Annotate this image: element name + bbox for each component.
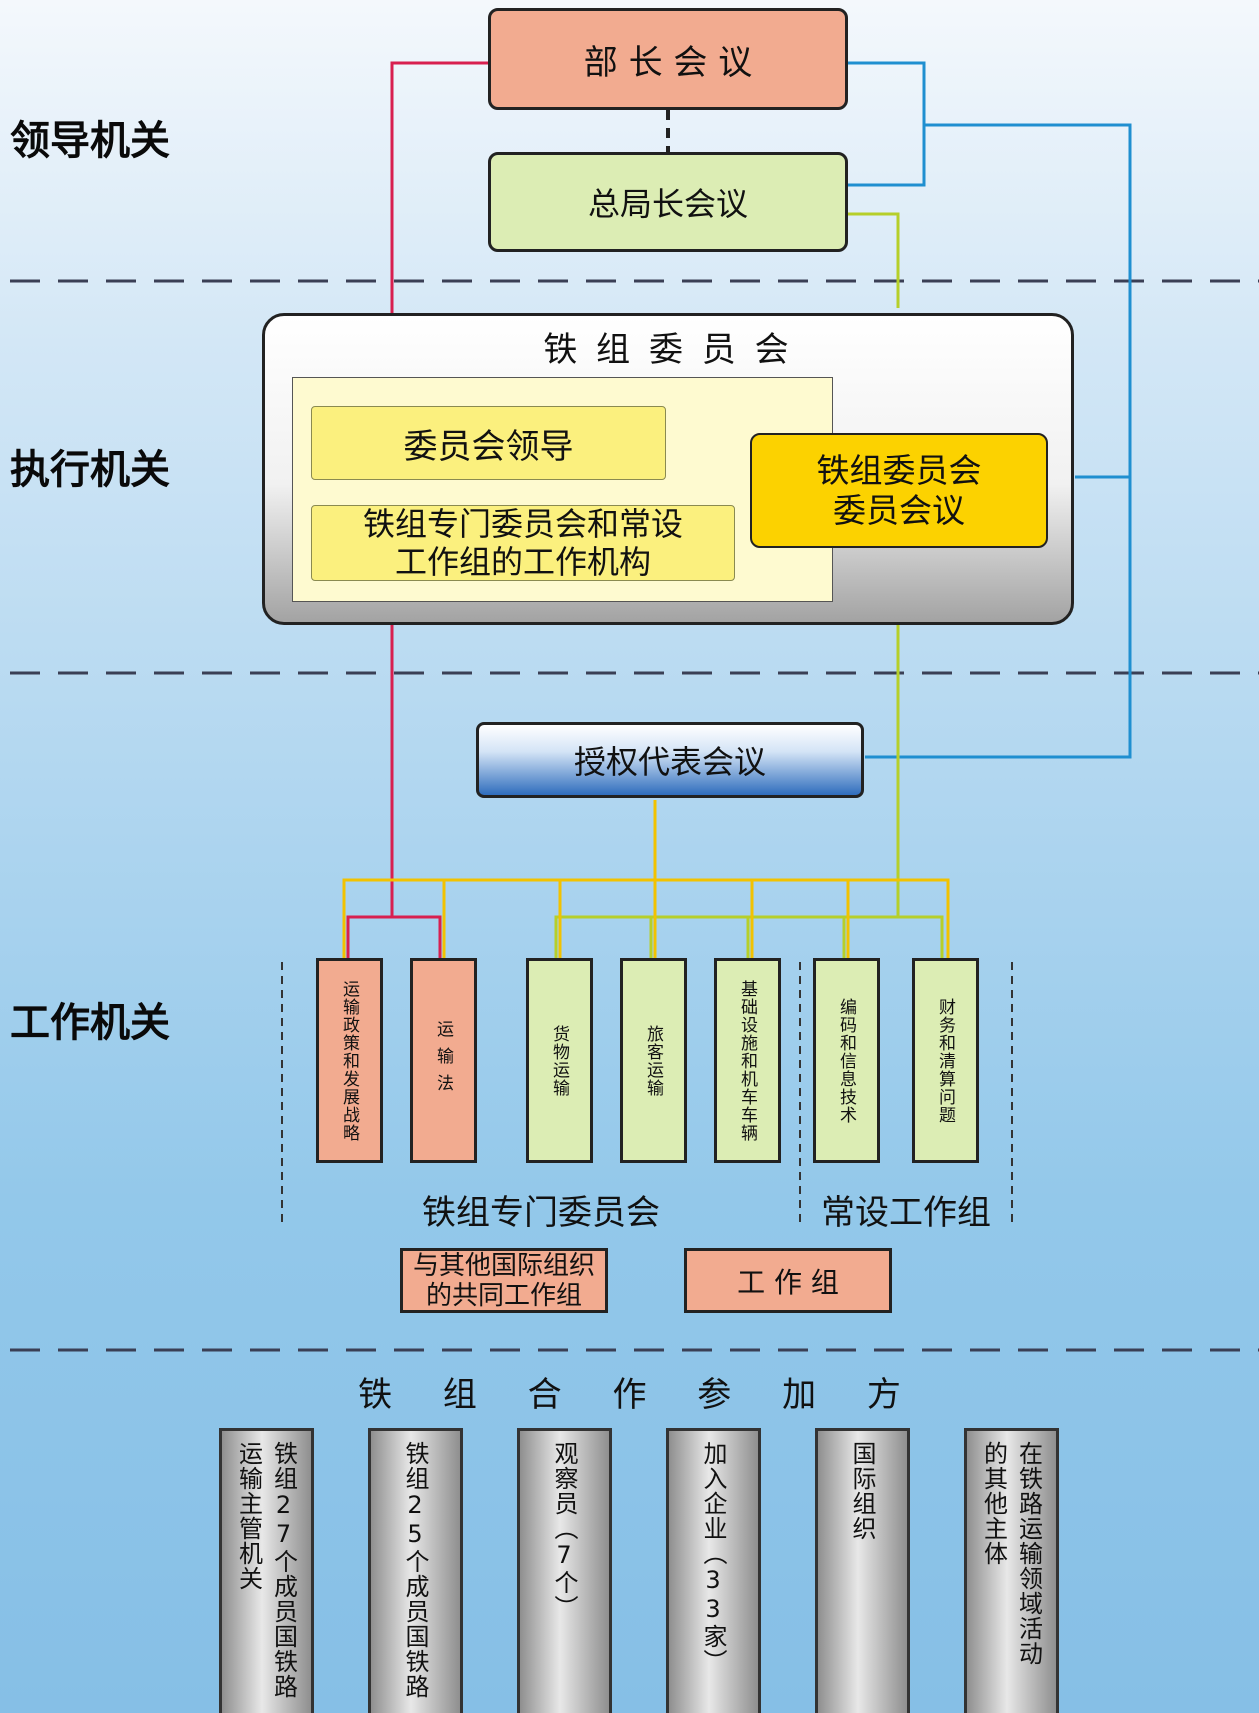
participant-column: 铁组27个成员国铁路 运输主管机关 (219, 1428, 314, 1713)
special-commissions-label: 铁组专门委员会 (422, 1193, 660, 1233)
participant-line: 加入企业（33家） (699, 1441, 727, 1674)
section-label-working: 工作机关 (10, 1000, 170, 1046)
participant-column: 观察员（7个） (517, 1428, 612, 1713)
participant-line: 观察员（7个） (550, 1441, 578, 1620)
commission-transport-policy: 运输政策和发展战略 (316, 958, 383, 1163)
commission-label: 运输政策和发展战略 (339, 979, 359, 1142)
ministers-meeting-box: 部 长 会 议 (488, 8, 848, 110)
commission-infrastructure: 基础设施和机车车辆 (714, 958, 781, 1163)
participants-title: 铁 组 合 作 参 加 方 (358, 1375, 921, 1415)
commission-freight: 货物运输 (526, 958, 593, 1163)
working-group-box: 工 作 组 (684, 1248, 892, 1313)
group-finance: 财务和清算问题 (912, 958, 979, 1163)
participant-column: 加入企业（33家） (666, 1428, 761, 1713)
green-lines (554, 212, 944, 958)
working-group-label: 工 作 组 (737, 1265, 839, 1299)
committee-leadership-box: 委员会领导 (311, 406, 666, 480)
joint-groups-line1: 与其他国际组织 (412, 1250, 595, 1281)
directors-general-meeting-box: 总局长会议 (488, 152, 848, 252)
commission-label: 旅客运输 (643, 1024, 663, 1097)
section-label-leadership: 领导机关 (10, 118, 170, 164)
participant-line: 铁组25个成员国铁路 (401, 1441, 429, 1699)
participant-line: 的其他主体 (979, 1441, 1008, 1566)
working-body-line1: 铁组专门委员会和常设 (362, 505, 683, 543)
red-lines (346, 61, 488, 958)
participant-column: 铁组25个成员国铁路 (368, 1428, 463, 1713)
commission-transport-law: 运输法 (410, 958, 477, 1163)
commission-label: 基础设施和机车车辆 (737, 979, 757, 1142)
commission-passenger: 旅客运输 (620, 958, 687, 1163)
committee-working-body-box: 铁组专门委员会和常设 工作组的工作机构 (311, 505, 735, 581)
blue-lines (848, 61, 1132, 759)
authorized-representatives-meeting-box: 授权代表会议 (476, 722, 864, 798)
ministers-meeting-label: 部 长 会 议 (583, 42, 753, 83)
participant-line: 国际组织 (848, 1441, 876, 1541)
commission-label: 货物运输 (549, 1024, 569, 1097)
committee-meeting-line2: 委员会议 (833, 490, 965, 530)
commission-label: 财务和清算问题 (935, 997, 955, 1124)
authorized-representatives-meeting-label: 授权代表会议 (573, 743, 766, 781)
participant-text: 加入企业（33家） (696, 1441, 731, 1713)
participant-column: 在铁路运输领域活动 的其他主体 (964, 1428, 1059, 1713)
participant-line: 铁组27个成员国铁路 (269, 1441, 298, 1699)
participant-line: 运输主管机关 (234, 1441, 263, 1591)
joint-working-groups-box: 与其他国际组织 的共同工作组 (400, 1248, 608, 1313)
participant-column: 国际组织 (815, 1428, 910, 1713)
joint-groups-line2: 的共同工作组 (425, 1280, 582, 1311)
committee-leadership-label: 委员会领导 (403, 426, 574, 467)
yellow-lines (342, 800, 950, 958)
section-label-executive: 执行机关 (10, 447, 170, 493)
commission-label: 运输法 (433, 1020, 453, 1101)
group-coding-it: 编码和信息技术 (813, 958, 880, 1163)
committee-meeting-line1: 铁组委员会 (816, 450, 982, 490)
participant-text: 铁组27个成员国铁路 运输主管机关 (232, 1441, 302, 1713)
working-body-line2: 工作组的工作机构 (394, 543, 651, 581)
standing-groups-label: 常设工作组 (821, 1193, 991, 1233)
railway-committee-title: 铁 组 委 员 会 (543, 330, 793, 370)
participant-text: 在铁路运输领域活动 的其他主体 (977, 1441, 1047, 1713)
participant-line: 在铁路运输领域活动 (1014, 1441, 1043, 1666)
committee-meeting-box: 铁组委员会 委员会议 (750, 433, 1048, 548)
participant-text: 国际组织 (845, 1441, 880, 1713)
participant-text: 观察员（7个） (547, 1441, 582, 1713)
participant-text: 铁组25个成员国铁路 (398, 1441, 433, 1713)
commission-label: 编码和信息技术 (836, 997, 856, 1124)
directors-general-meeting-label: 总局长会议 (587, 185, 748, 223)
